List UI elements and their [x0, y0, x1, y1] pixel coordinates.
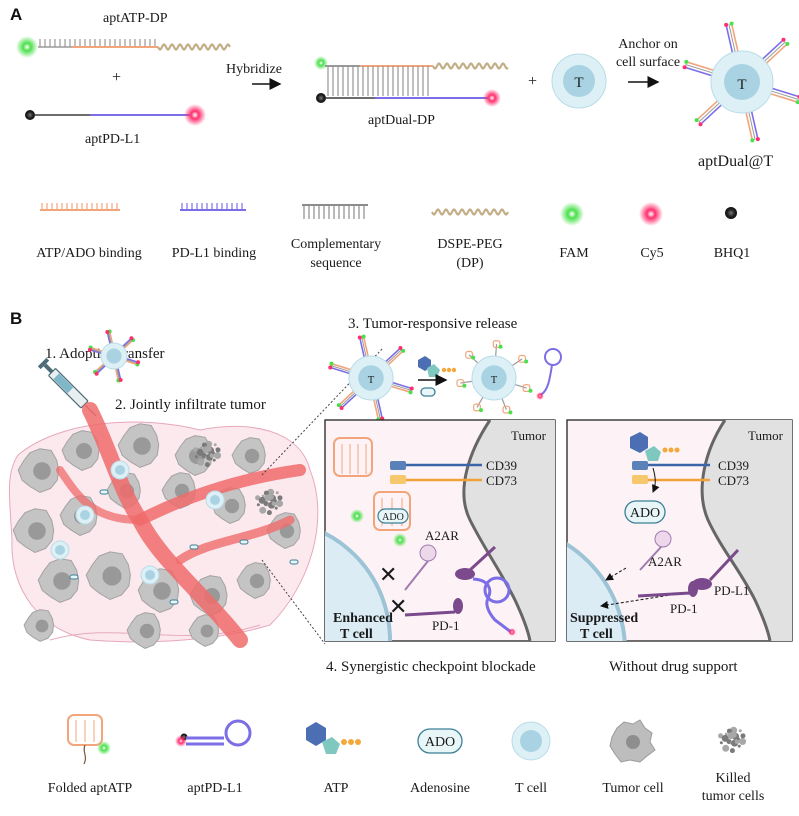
- anchor-label-line1: Anchor on: [618, 37, 678, 52]
- blood-vessel-branch: [134, 464, 306, 526]
- legend-killed-label-1: Killed: [716, 771, 751, 786]
- legend-t-cell-label: T cell: [515, 781, 547, 796]
- zoom-line-top: [261, 347, 384, 476]
- step3-label: 3. Tumor-responsive release: [348, 316, 518, 332]
- folded-aptatp-bound-icon: ADO: [333, 437, 411, 547]
- legend-bhq1-icon: [725, 207, 737, 219]
- legend-complementary-label-2: sequence: [310, 256, 361, 271]
- legend-cy5-icon: [639, 202, 663, 226]
- blocked-x-icon-2: ✕: [389, 594, 407, 619]
- zoom-line-bottom: [261, 559, 326, 645]
- injected-apt-dual-t-cell: [87, 329, 141, 383]
- legend-adenosine-icon: [417, 728, 463, 754]
- plus-sign-2: +: [528, 73, 537, 90]
- apt-dual-t-cell: T: [682, 21, 799, 143]
- legend-atp-icon: [306, 722, 361, 754]
- legend-killed-tumor-cells-icon: [718, 726, 747, 754]
- legend-pdl1-label: PD-L1 binding: [172, 246, 256, 261]
- legend-complementary-label-1: Complementary: [291, 237, 381, 252]
- panel-a-letter: A: [10, 5, 22, 24]
- right-box-cd73-label: CD73: [718, 473, 749, 488]
- legend-killed-label-2: tumor cells: [702, 789, 765, 804]
- suppressed-label-1: Suppressed: [570, 611, 638, 626]
- legend-pdl1-strand-icon: [180, 203, 246, 211]
- left-box-cd39-label: CD39: [486, 458, 517, 473]
- aptpdl1-bound-icon: [472, 576, 516, 636]
- legend-aptpdl1-icon: [175, 719, 252, 747]
- step2-label: 2. Jointly infiltrate tumor: [115, 397, 266, 413]
- plus-sign: +: [112, 69, 121, 86]
- anchor-label-line2: cell surface: [616, 55, 680, 70]
- t-cell-icon: T: [551, 53, 607, 109]
- apt-dual-t-label: aptDual@T: [698, 153, 773, 170]
- legend-complementary-strand-icon: [302, 204, 368, 219]
- panel-b-letter: B: [10, 309, 22, 328]
- t-cell-letter: T: [737, 77, 746, 93]
- t-cell-letter: T: [574, 75, 583, 91]
- release-t-cell-after: T: [456, 340, 533, 415]
- right-box-pd1-label: PD-1: [670, 601, 697, 616]
- legend-dspe-peg-wave-icon: [431, 208, 509, 216]
- legend-folded-aptatp-icon: [67, 714, 111, 765]
- left-box-pd1-label: PD-1: [432, 618, 459, 633]
- legend-dspe-peg-label-2: (DP): [456, 256, 484, 271]
- legend-atp-ado-label: ATP/ADO binding: [36, 246, 141, 261]
- apt-dual-dp-construct: [314, 56, 509, 107]
- right-box-a2ar-label: A2AR: [648, 554, 682, 569]
- enhanced-label-1: Enhanced: [333, 611, 393, 626]
- tumor-tissue: [8, 402, 319, 649]
- legend-adenosine-icon-text: ADO: [425, 735, 455, 750]
- t-cell-letter: T: [368, 375, 375, 386]
- legend-a: ATP/ADO binding PD-L1 binding Complement…: [36, 202, 750, 271]
- release-t-cell-before: T: [328, 334, 414, 422]
- legend-folded-aptatp-label: Folded aptATP: [48, 781, 133, 796]
- legend-t-cell-icon: [511, 721, 551, 761]
- legend-fam-label: FAM: [559, 246, 589, 261]
- suppressed-label-2: T cell: [580, 627, 613, 642]
- legend-atp-label: ATP: [324, 781, 349, 796]
- apt-atp-dp-label: aptATP-DP: [103, 11, 168, 26]
- right-box-tumor-label: Tumor: [748, 428, 784, 443]
- step4-label: 4. Synergistic checkpoint blockade: [326, 659, 536, 675]
- left-detail-box: Tumor CD39 CD73 ADO A2AR ✕ ✕ PD-1: [324, 419, 556, 642]
- t-cell-letter: T: [491, 375, 498, 386]
- released-aptpdl1-icon: [536, 348, 562, 400]
- left-box-ado-bound-label: ADO: [382, 512, 404, 523]
- apt-dual-dp-label: aptDual-DP: [368, 113, 435, 128]
- legend-aptpdl1-label: aptPD-L1: [187, 781, 242, 796]
- without-drug-label: Without drug support: [609, 659, 738, 675]
- right-box-ado-label: ADO: [630, 506, 660, 521]
- legend-cy5-label: Cy5: [640, 246, 663, 261]
- right-box-pdl1-label: PD-L1: [714, 583, 749, 598]
- atp-molecule-small-icon: [418, 356, 457, 397]
- atp-molecule-icon: [630, 432, 680, 461]
- hybridize-label: Hybridize: [226, 62, 282, 77]
- fam-dye-icon: [16, 36, 38, 58]
- legend-adenosine-label: Adenosine: [410, 781, 470, 796]
- legend-bhq1-label: BHQ1: [714, 246, 751, 261]
- apt-pdl1-label: aptPD-L1: [85, 132, 140, 147]
- left-box-tumor-label: Tumor: [511, 428, 547, 443]
- right-box-cd39-label: CD39: [718, 458, 749, 473]
- apt-atp-dp-construct: [16, 36, 231, 58]
- legend-b: Folded aptATP aptPD-L1 ATP ADO Adenosine…: [48, 714, 765, 804]
- left-box-cd73-label: CD73: [486, 473, 517, 488]
- enhanced-label-2: T cell: [340, 627, 373, 642]
- legend-tumor-cell-icon: [609, 719, 656, 763]
- cy5-dye-icon: [184, 104, 206, 126]
- legend-dspe-peg-label-1: DSPE-PEG: [437, 237, 502, 252]
- legend-tumor-cell-label: Tumor cell: [602, 781, 663, 796]
- legend-atp-ado-strand-icon: [40, 203, 120, 211]
- right-detail-box: Tumor CD39 CD73 ADO A2AR PD-L1 PD-1 Supp…: [566, 419, 793, 642]
- bhq1-icon: [25, 110, 35, 120]
- apt-pdl1-construct: [25, 104, 206, 126]
- left-box-a2ar-label: A2AR: [425, 528, 459, 543]
- blocked-x-icon-1: ✕: [379, 562, 397, 587]
- legend-fam-icon: [560, 202, 584, 226]
